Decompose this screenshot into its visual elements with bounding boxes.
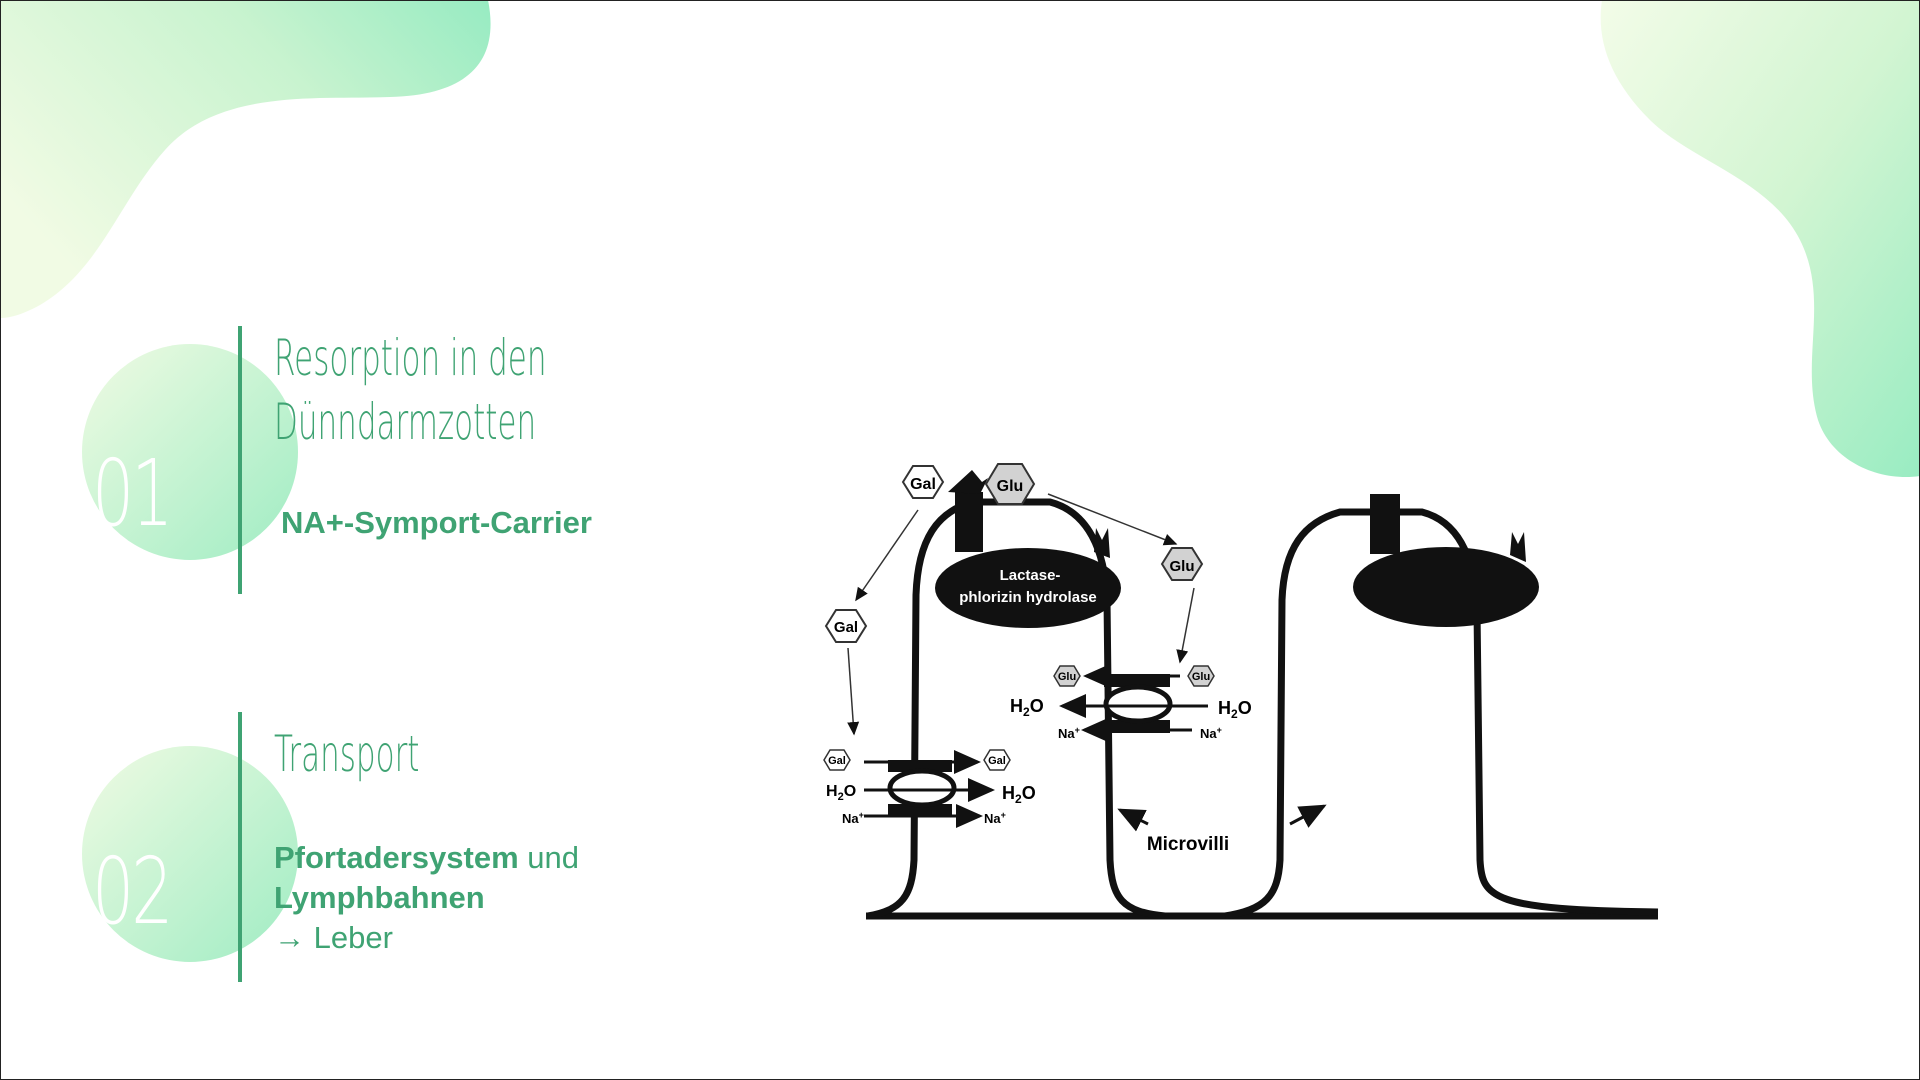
section-subtitle-02: Pfortadersystem und Lymphbahnen → Leber: [274, 838, 579, 958]
h2o-label-right-out: H2O: [1010, 696, 1044, 719]
section-number-01: 01: [92, 440, 173, 547]
symport-carrier-left: [864, 750, 995, 828]
gal-hexagon-left: Gal: [824, 609, 868, 643]
microvilli-label: Microvilli: [1147, 834, 1229, 855]
section-divider-02: [238, 712, 242, 982]
h2o-label-right-in: H2O: [1218, 698, 1252, 721]
symport-carrier-right: [1059, 664, 1208, 742]
glu-small-right-out: Glu: [1053, 665, 1081, 687]
enzyme-stalk-1: [955, 492, 983, 552]
glu-hexagon-top: Glu: [984, 463, 1036, 505]
svg-text:Glu: Glu: [1192, 671, 1210, 683]
arrow-glu-to-carrier: [1176, 587, 1195, 664]
enzyme-notch-1: [1094, 528, 1110, 558]
na-label-right-out: Na+: [1058, 725, 1080, 741]
microvilli-diagram: Lactase- phlorizin hydrolase Gal Glu Glu…: [823, 463, 1659, 920]
h2o-label-left-out: H2O: [1002, 783, 1036, 806]
number-circle-02: [82, 746, 298, 962]
enzyme-lactase-phlorizin-hydrolase: [935, 548, 1121, 628]
section-number-02: 02: [92, 838, 173, 945]
heading-line: Dünndarmzotten: [274, 393, 537, 451]
arrow-gal-to-carrier: [847, 647, 860, 736]
section-heading-01: Resorption in den Dünndarmzotten: [274, 326, 547, 454]
svg-text:Gal: Gal: [834, 619, 858, 636]
subtitle-bold-pfortadersystem: Pfortadersystem: [274, 840, 519, 875]
na-label-left-out: Na+: [984, 810, 1006, 826]
svg-text:Gal: Gal: [988, 755, 1006, 767]
svg-text:Gal: Gal: [910, 476, 936, 493]
na-label-right-in: Na+: [1200, 725, 1222, 741]
gal-small-left-out: Gal: [983, 749, 1011, 771]
glu-hexagon-right: Glu: [1160, 547, 1204, 581]
enzyme-oval-2: [1353, 547, 1539, 627]
enzyme-notch-2: [1510, 532, 1526, 562]
na-label-left-in: Na+: [842, 810, 864, 826]
arrow-glu-right: [1047, 493, 1178, 546]
number-circle-01: [82, 344, 298, 560]
section-divider-01: [238, 326, 242, 594]
arrow-microvilli-left: [1117, 808, 1149, 832]
arrow-gal-down: [855, 509, 919, 602]
subtitle-bold-lymphbahnen: Lymphbahnen: [274, 880, 485, 915]
microvillus-2-outline: [1224, 508, 1659, 920]
enzyme-label-line-1: Lactase-: [1000, 567, 1061, 584]
section-subtitle-01: NA+-Symport-Carrier: [281, 505, 592, 540]
h2o-label-left-in: H2O: [826, 783, 856, 803]
svg-text:Gal: Gal: [828, 755, 846, 767]
arrow-right-icon: →: [274, 920, 305, 955]
subtitle-text-und: und: [518, 840, 579, 875]
section-heading-02: Transport: [274, 722, 419, 786]
cleavage-scissors-icon: [948, 470, 988, 494]
enzyme-label-line-2: phlorizin hydrolase: [959, 589, 1097, 606]
arrow-microvilli-right: [1289, 804, 1327, 828]
gal-small-left-in: Gal: [823, 749, 851, 771]
heading-line: Resorption in den: [274, 329, 547, 387]
enzyme-stalk-2: [1370, 494, 1400, 554]
svg-text:Glu: Glu: [1170, 558, 1195, 575]
subtitle-text-leber: Leber: [305, 920, 393, 955]
heading-line: Transport: [274, 725, 420, 783]
svg-text:Glu: Glu: [997, 478, 1024, 495]
gal-hexagon-top: Gal: [901, 465, 945, 499]
svg-text:Glu: Glu: [1058, 671, 1076, 683]
glu-small-right-in: Glu: [1187, 665, 1215, 687]
